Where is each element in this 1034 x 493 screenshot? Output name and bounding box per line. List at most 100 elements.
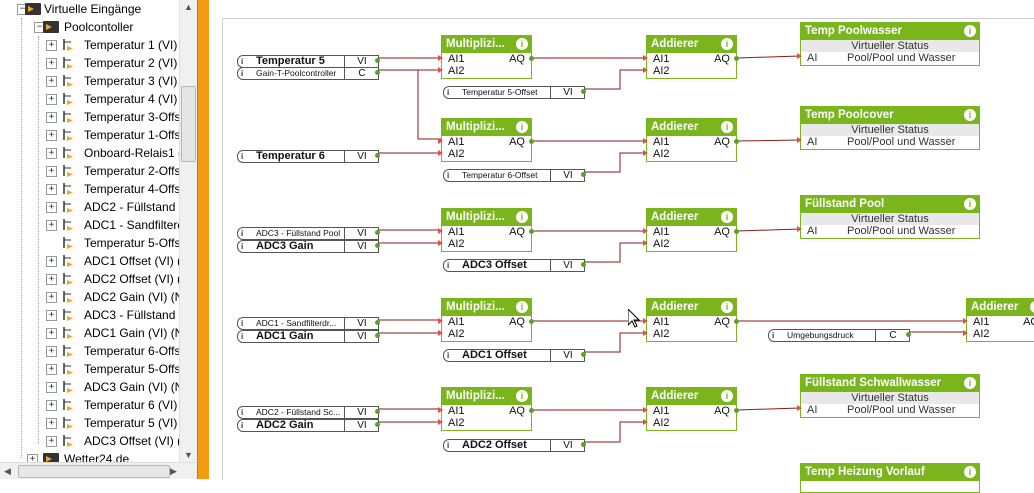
input-connector[interactable] <box>963 330 968 336</box>
input-connector[interactable] <box>643 150 648 156</box>
input-connector[interactable] <box>797 226 802 232</box>
info-icon[interactable]: i <box>516 121 528 133</box>
input-connector[interactable] <box>797 405 802 411</box>
input-connector[interactable] <box>643 407 648 413</box>
output-connector[interactable] <box>529 319 534 324</box>
input-connector[interactable] <box>438 318 443 324</box>
wire[interactable] <box>736 139 801 142</box>
input-connector[interactable] <box>438 240 443 246</box>
expand-icon[interactable]: + <box>46 166 57 177</box>
panel-splitter[interactable] <box>197 0 210 479</box>
input-connector[interactable] <box>643 55 648 61</box>
wire[interactable] <box>736 55 801 59</box>
info-icon[interactable]: i <box>964 377 976 389</box>
expand-icon[interactable]: + <box>46 274 57 285</box>
expand-icon[interactable]: + <box>46 40 57 51</box>
info-icon[interactable]: i <box>721 390 733 402</box>
output-connector[interactable] <box>734 229 739 234</box>
expand-icon[interactable]: + <box>46 400 57 411</box>
input-connector[interactable] <box>643 138 648 144</box>
expand-icon[interactable]: + <box>46 202 57 213</box>
input-connector[interactable] <box>643 67 648 73</box>
output-connector[interactable] <box>375 230 380 235</box>
info-icon[interactable]: i <box>516 390 528 402</box>
expand-icon[interactable]: + <box>46 220 57 231</box>
output-connector[interactable] <box>529 139 534 144</box>
input-connector[interactable] <box>643 330 648 336</box>
input-connector[interactable] <box>797 137 802 143</box>
expand-icon[interactable]: + <box>46 418 57 429</box>
input-connector[interactable] <box>643 318 648 324</box>
output-connector[interactable] <box>529 408 534 413</box>
output-connector[interactable] <box>375 153 380 158</box>
expand-icon[interactable]: + <box>46 364 57 375</box>
wire[interactable] <box>736 407 801 411</box>
expand-icon[interactable]: + <box>46 256 57 267</box>
wire[interactable] <box>585 332 646 353</box>
input-connector[interactable] <box>643 240 648 246</box>
scroll-up-icon[interactable]: ▲ <box>184 2 193 12</box>
input-connector[interactable] <box>438 138 443 144</box>
input-connector[interactable] <box>438 228 443 234</box>
output-connector[interactable] <box>529 229 534 234</box>
expand-icon[interactable]: + <box>46 328 57 339</box>
input-connector[interactable] <box>797 53 802 59</box>
output-connector[interactable] <box>375 409 380 414</box>
tree-horizontal-scroll-thumb[interactable] <box>18 465 170 478</box>
info-icon[interactable]: i <box>964 25 976 37</box>
output-connector[interactable] <box>734 319 739 324</box>
scroll-right-icon[interactable]: ▶ <box>170 466 177 476</box>
output-connector[interactable] <box>581 262 586 267</box>
output-connector[interactable] <box>529 56 534 61</box>
info-icon[interactable]: i <box>516 211 528 223</box>
tree-vertical-scroll-thumb[interactable] <box>181 86 196 162</box>
info-icon[interactable]: i <box>964 109 976 121</box>
output-connector[interactable] <box>581 442 586 447</box>
expand-icon[interactable]: + <box>46 436 57 447</box>
info-icon[interactable]: i <box>516 301 528 313</box>
info-icon[interactable]: i <box>721 38 733 50</box>
wire[interactable] <box>736 228 801 232</box>
output-connector[interactable] <box>375 320 380 325</box>
expand-icon[interactable]: + <box>46 58 57 69</box>
wire[interactable] <box>585 69 646 90</box>
wire[interactable] <box>585 242 646 263</box>
expand-icon[interactable]: + <box>46 112 57 123</box>
expand-icon[interactable]: + <box>46 130 57 141</box>
output-connector[interactable] <box>375 58 380 63</box>
output-connector[interactable] <box>581 352 586 357</box>
expand-icon[interactable]: + <box>46 346 57 357</box>
expand-icon[interactable]: + <box>46 310 57 321</box>
expand-icon[interactable]: + <box>46 382 57 393</box>
output-connector[interactable] <box>906 332 911 337</box>
input-connector[interactable] <box>643 419 648 425</box>
info-icon[interactable]: i <box>964 198 976 210</box>
output-connector[interactable] <box>734 408 739 413</box>
output-connector[interactable] <box>581 172 586 177</box>
info-icon[interactable]: i <box>721 121 733 133</box>
